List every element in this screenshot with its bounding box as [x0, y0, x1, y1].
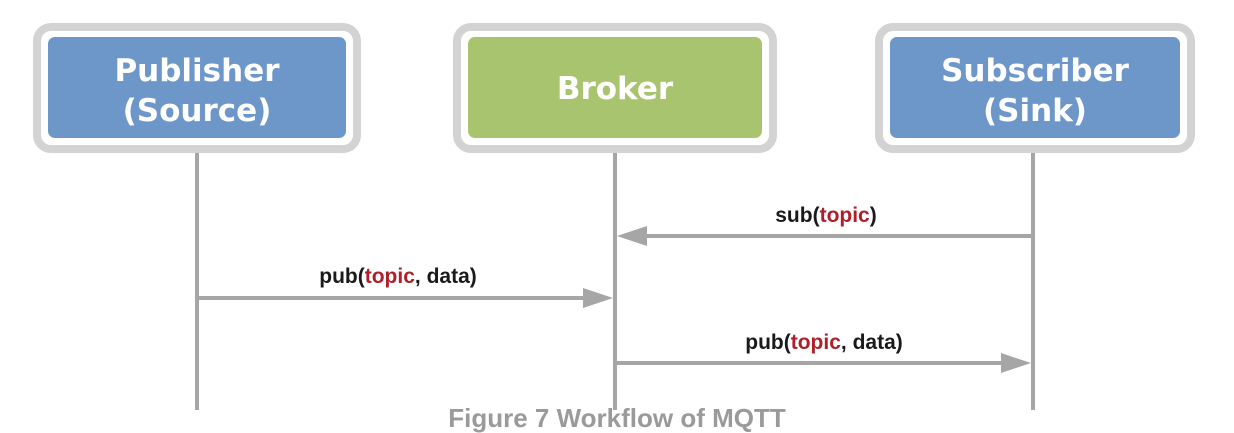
subscribe-message-topic: topic [820, 204, 870, 227]
subscriber-title: Subscriber [941, 53, 1130, 89]
publisher-box: Publisher (Source) [33, 23, 361, 153]
publish-to-broker-message: pub(topic, data) [197, 265, 613, 308]
subscribe-arrowhead [617, 226, 647, 246]
figure-caption: Figure 7 Workflow of MQTT [448, 403, 786, 433]
publisher-title: Publisher [114, 53, 280, 89]
subscriber-subtitle: (Sink) [983, 93, 1087, 129]
subscribe-message-suffix: ) [870, 204, 877, 227]
subscribe-message-prefix: sub( [775, 204, 819, 227]
publish-to-subscriber-message: pub(topic, data) [615, 331, 1031, 373]
publish-to-broker-arrowhead [583, 288, 613, 308]
subscribe-message: sub(topic) [617, 204, 1033, 246]
subscriber-box-fill [890, 37, 1180, 138]
broker-title: Broker [557, 71, 674, 107]
sequence-diagram-canvas: Publisher (Source) Broker Subscriber (Si… [33, 23, 1195, 410]
subscribe-message-label: sub(topic) [775, 204, 877, 227]
publish-to-subscriber-arrowhead [1001, 353, 1031, 373]
broker-box-fill [468, 37, 762, 138]
mqtt-workflow-diagram: Publisher (Source) Broker Subscriber (Si… [33, 23, 1195, 431]
publish-to-broker-label: pub(topic, data) [319, 265, 477, 288]
publish-to-subscriber-prefix: pub( [745, 331, 790, 354]
publisher-subtitle: (Source) [123, 93, 272, 129]
publish-to-broker-prefix: pub( [319, 265, 364, 288]
publish-to-broker-topic: topic [365, 265, 415, 288]
broker-box: Broker [453, 23, 777, 153]
publish-to-subscriber-suffix: , data) [841, 331, 903, 354]
subscriber-box: Subscriber (Sink) [875, 23, 1195, 153]
publish-to-subscriber-label: pub(topic, data) [745, 331, 903, 354]
publish-to-subscriber-topic: topic [791, 331, 841, 354]
publish-to-broker-suffix: , data) [415, 265, 477, 288]
publisher-box-fill [48, 37, 346, 138]
